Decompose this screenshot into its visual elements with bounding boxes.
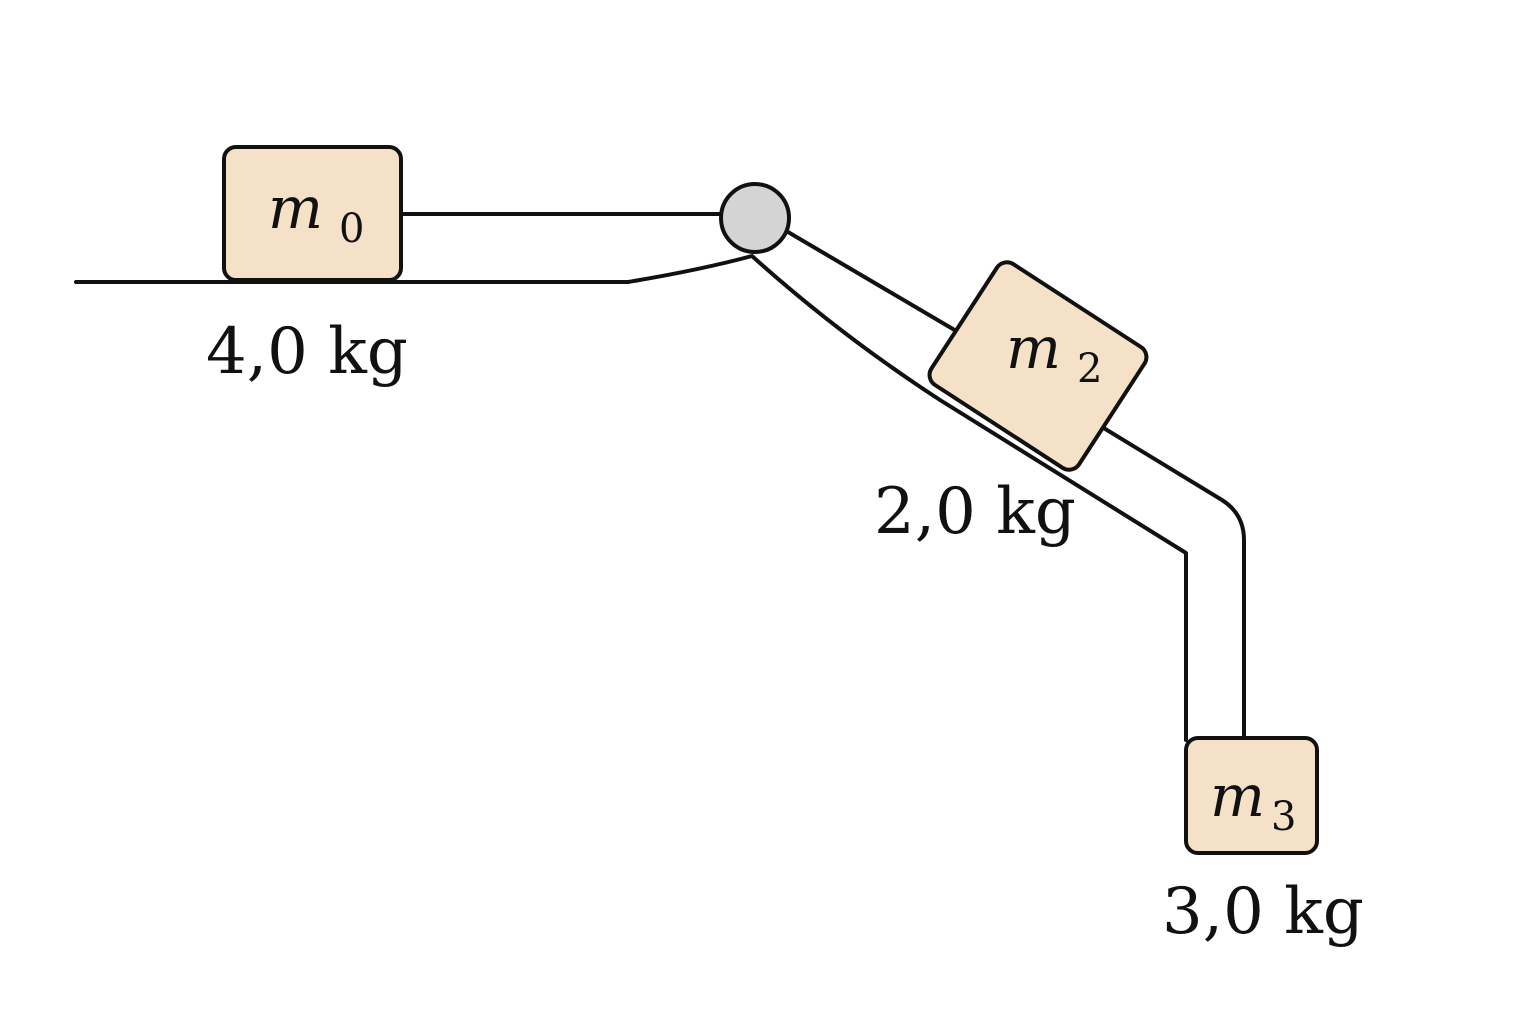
block-m0-body: [222, 145, 403, 282]
block-m0-label: m 0: [268, 174, 364, 252]
block-m2-subscript: 2: [1077, 346, 1102, 392]
block-m3-symbol: m: [1210, 762, 1265, 830]
block-m3-body: [1184, 736, 1319, 855]
block-m0-symbol: m: [268, 174, 323, 242]
rope-m2-m3: [1100, 425, 1246, 740]
mass-label-m3: 3,0 kg: [1162, 875, 1364, 949]
pulley-icon: [719, 182, 791, 254]
block-m2-body: [927, 260, 1149, 472]
block-m2: [927, 260, 1149, 472]
block-m3-label: m 3: [1210, 762, 1296, 840]
mass-label-m2: 2,0 kg: [874, 475, 1076, 549]
block-m3-subscript: 3: [1271, 794, 1296, 840]
block-m2-label: m 2: [1006, 314, 1102, 392]
mass-label-m0: 4,0 kg: [206, 315, 408, 389]
rope-pulley-m2: [786, 230, 960, 334]
block-m3: m 3: [1184, 736, 1319, 855]
block-m0: m 0: [222, 145, 403, 282]
block-m0-subscript: 0: [339, 206, 364, 252]
table-surface: [74, 254, 1188, 742]
block-m2-symbol: m: [1006, 314, 1061, 382]
